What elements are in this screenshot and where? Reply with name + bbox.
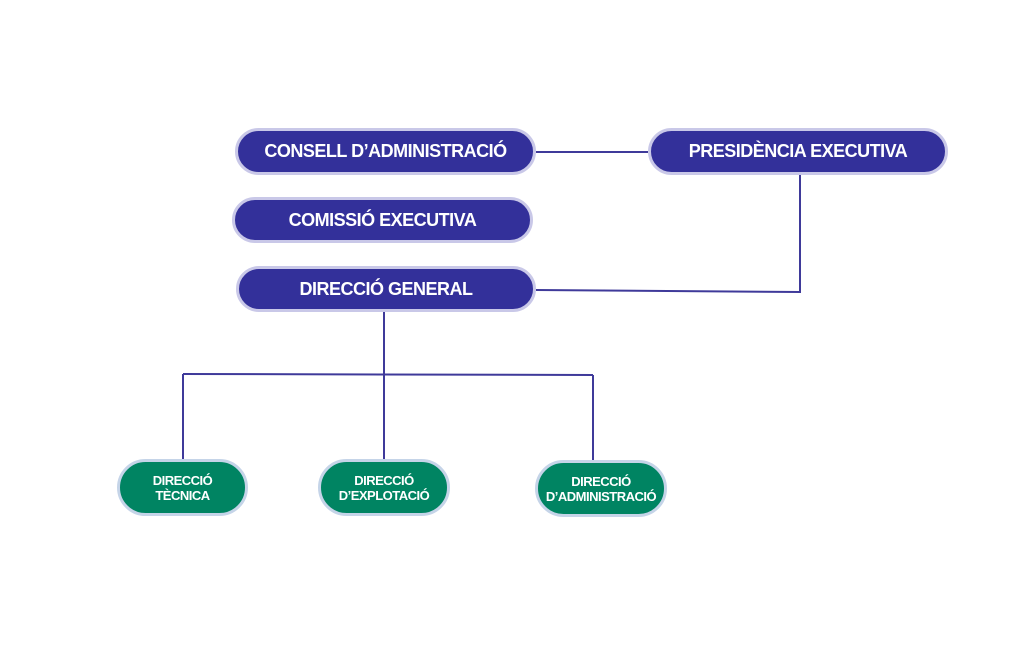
node-consell-administracio: CONSELL D’ADMINISTRACIÓ xyxy=(235,128,536,175)
node-label-line1: DIRECCIÓ xyxy=(571,473,631,489)
node-presidencia-executiva: PRESIDÈNCIA EXECUTIVA xyxy=(648,128,948,175)
node-label-line1: DIRECCIÓ xyxy=(354,472,414,488)
node-label: PRESIDÈNCIA EXECUTIVA xyxy=(688,141,908,161)
node-direccio-general: DIRECCIÓ GENERAL xyxy=(236,266,536,312)
node-label-line2: TÈCNICA xyxy=(155,487,210,503)
line-presidencia-general xyxy=(535,175,801,294)
node-label: CONSELL D’ADMINISTRACIÓ xyxy=(264,141,507,161)
node-label-line1: DIRECCIÓ xyxy=(152,472,213,488)
node-label: COMISSIÓ EXECUTIVA xyxy=(288,209,477,230)
node-label-line2: D’ADMINISTRACIÓ xyxy=(545,488,657,504)
line-branch-horizontal xyxy=(182,373,594,376)
node-label: DIRECCIÓ GENERAL xyxy=(299,278,473,299)
node-comissio-executiva: COMISSIÓ EXECUTIVA xyxy=(232,197,533,243)
node-label-line2: D’EXPLOTACIÓ xyxy=(338,487,430,503)
